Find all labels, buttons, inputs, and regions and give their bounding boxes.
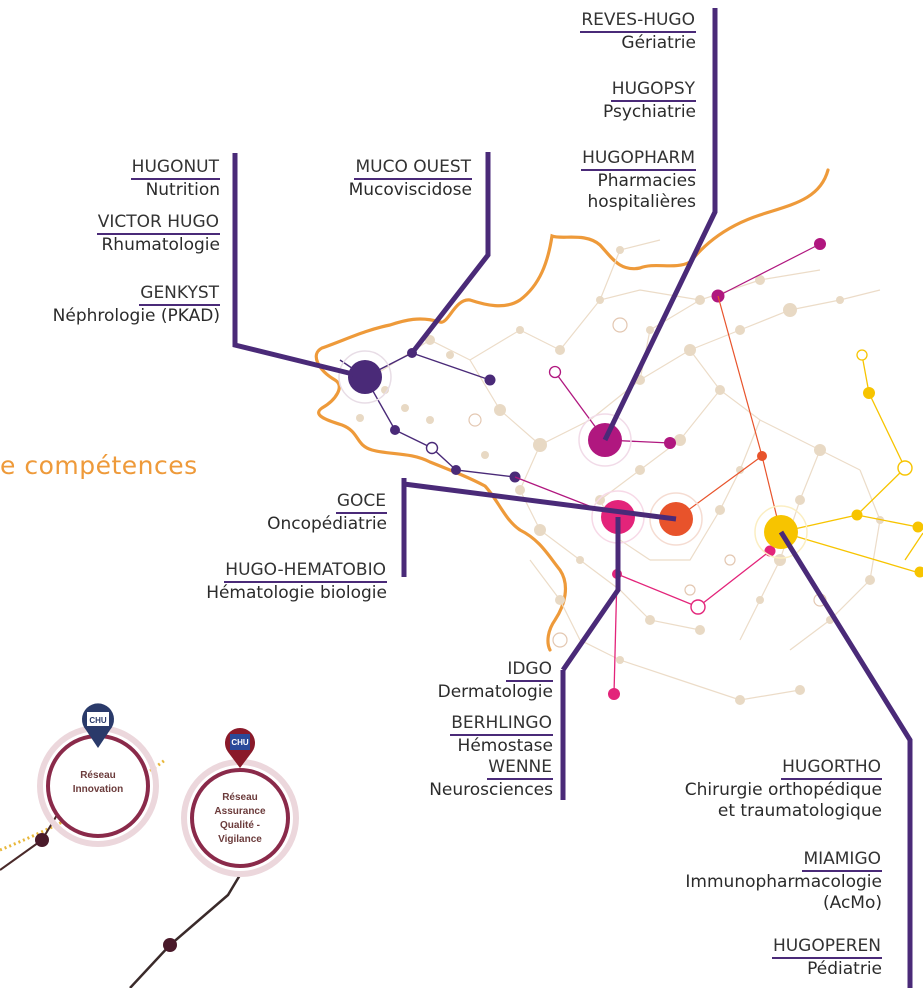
network-label-hugoperen: HUGOPEREN Pédiatrie <box>771 936 882 980</box>
network-code: HUGO-HEMATOBIO <box>224 560 387 583</box>
network-label-hugopsy: HUGOPSY Psychiatrie <box>603 79 696 123</box>
territory-outline <box>314 168 830 652</box>
network-specialty: Rhumatologie <box>101 235 220 255</box>
chu-logo-icon <box>230 734 250 750</box>
network-specialty: Néphrologie (PKAD) <box>52 306 220 326</box>
pink-node <box>608 688 620 700</box>
magenta-hub-halo <box>578 413 632 467</box>
section-heading: e compétences <box>0 451 198 480</box>
network-code: HUGOPEREN <box>771 936 882 959</box>
magenta-node <box>814 238 826 250</box>
purple-node <box>484 374 496 386</box>
network-specialty: Dermatologie <box>437 682 553 702</box>
network-label-goce: GOCE Oncopédiatrie <box>267 491 387 535</box>
network-label-hugopharm: HUGOPHARM Pharmacies hospitalières <box>581 148 696 213</box>
leader-lines <box>232 8 913 988</box>
network-specialty-line2: (AcMo) <box>822 893 882 913</box>
purple-node <box>451 465 461 475</box>
purple-node <box>390 425 400 435</box>
yellow-node <box>914 566 923 578</box>
network-label-victor-hugo: VICTOR HUGO Rhumatologie <box>96 212 220 256</box>
network-code: REVES-HUGO <box>580 10 696 33</box>
network-label-reves-hugo: REVES-HUGO Gériatrie <box>580 10 696 54</box>
network-code: HUGORTHO <box>781 757 882 780</box>
network-specialty: Pédiatrie <box>807 959 882 979</box>
network-specialty: Nutrition <box>145 180 220 200</box>
magenta-top-edges <box>717 243 821 297</box>
reseau-innovation-line2: Innovation <box>73 784 124 795</box>
background-hollow-nodes <box>468 317 827 648</box>
network-specialty: Neurosciences <box>429 780 553 800</box>
network-specialty: Gériatrie <box>621 33 696 53</box>
network-specialty: Hémostase <box>457 736 553 756</box>
network-label-muco-ouest: MUCO OUEST Mucoviscidose <box>349 157 472 201</box>
network-specialty: Psychiatrie <box>603 102 696 122</box>
orange-node <box>757 451 767 461</box>
network-label-hugortho: HUGORTHO Chirurgie orthopédique et traum… <box>685 757 882 822</box>
yellow-edges <box>780 354 923 575</box>
network-code: VICTOR HUGO <box>96 212 220 235</box>
reseau-innovation-line1: Réseau <box>80 770 116 781</box>
yellow-node-hollow <box>856 349 868 361</box>
network-label-hugo-hematobio: HUGO-HEMATOBIO Hématologie biologie <box>206 560 387 604</box>
network-code: WENNE <box>487 757 553 780</box>
network-specialty: Oncopédiatrie <box>267 514 387 534</box>
reseau-assurance-line2: Assurance <box>214 806 266 817</box>
magenta-node-hollow <box>548 365 562 379</box>
network-code: GENKYST <box>139 283 220 306</box>
network-label-idgo: IDGO Dermatologie <box>438 659 553 703</box>
purple-node-hollow <box>425 441 439 455</box>
network-code: GOCE <box>335 491 387 514</box>
network-specialty-line2: et traumatologique <box>717 801 882 821</box>
reseau-innovation: Réseau Innovation CHU <box>37 703 159 847</box>
network-specialty-line1: Chirurgie orthopédique <box>684 780 882 800</box>
yellow-node <box>912 521 923 533</box>
reseau-assurance-line4: Vigilance <box>218 834 262 845</box>
network-code: HUGOPSY <box>610 79 696 102</box>
network-label-berhlingo: BERHLINGO Hémostase <box>450 713 553 757</box>
network-label-wenne: WENNE Neurosciences <box>429 757 553 801</box>
svg-text:CHU: CHU <box>89 716 107 725</box>
network-specialty-line1: Pharmacies <box>597 171 697 191</box>
magenta-node <box>664 437 676 449</box>
chu-logo-icon <box>87 712 109 726</box>
yellow-node <box>863 387 875 399</box>
yellow-hub-halo <box>754 505 808 559</box>
purple-hub-halo <box>338 350 392 404</box>
reseau-assurance-line1: Réseau <box>222 792 258 803</box>
orange-hub-halo <box>649 492 703 546</box>
network-label-miamigo: MIAMIGO Immunopharmacologie (AcMo) <box>685 849 882 914</box>
network-specialty: Hématologie biologie <box>206 583 387 603</box>
background-nodes <box>356 246 884 705</box>
yellow-node-hollow <box>897 460 913 476</box>
network-code: HUGOPHARM <box>581 148 696 171</box>
network-label-genkyst: GENKYST Néphrologie (PKAD) <box>53 283 220 327</box>
reseau-assurance-line3: Qualité - <box>220 820 260 831</box>
dotted-connector <box>0 758 166 852</box>
pink-node-hollow <box>690 599 706 615</box>
network-code: HUGONUT <box>130 157 220 180</box>
network-specialty: Mucoviscidose <box>348 180 472 200</box>
network-code: BERHLINGO <box>450 713 553 736</box>
network-specialty-line1: Immunopharmacologie <box>685 872 882 892</box>
network-code: IDGO <box>506 659 553 682</box>
network-code: MUCO OUEST <box>354 157 472 180</box>
reseau-node <box>163 938 177 952</box>
reseau-node <box>35 833 49 847</box>
network-code: MIAMIGO <box>802 849 882 872</box>
yellow-node <box>851 509 863 521</box>
network-specialty-line2: hospitalières <box>587 192 696 212</box>
reseau-connector <box>129 874 242 988</box>
reseau-assurance-qualite: Réseau Assurance Qualité - Vigilance CHU <box>181 728 299 877</box>
svg-text:CHU: CHU <box>231 738 249 747</box>
network-label-hugonut: HUGONUT Nutrition <box>130 157 220 201</box>
